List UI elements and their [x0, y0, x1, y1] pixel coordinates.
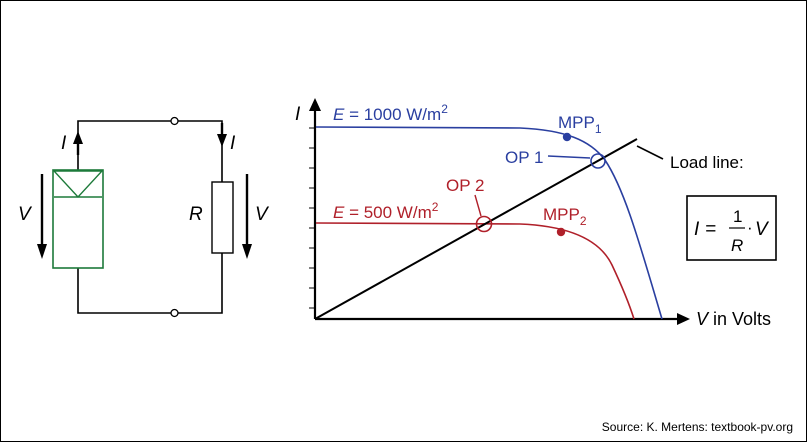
- resistor-label: R: [189, 204, 203, 225]
- load-line-label: Load line:: [670, 153, 744, 172]
- solar-cell-symbol: [52, 169, 104, 269]
- y-axis-ticks: [309, 127, 315, 309]
- iv-curve-500: [315, 222, 635, 320]
- solar-cell-diode-icon: [52, 170, 104, 199]
- formula-dot: ·: [747, 218, 753, 237]
- formula-denominator: R: [731, 236, 743, 255]
- iv-diagram: I V in Volts E = 1000 W/m2 E = 500 W/m2 …: [295, 98, 777, 329]
- curve-label-500: E = 500 W/m2: [333, 200, 439, 222]
- voltage-label-right: V: [255, 204, 270, 225]
- current-label-right: I: [230, 133, 236, 154]
- load-line-leader: [636, 145, 664, 160]
- y-axis-label: I: [295, 104, 301, 125]
- voltage-label-left: V: [18, 204, 33, 225]
- circuit: I I V R V: [18, 116, 270, 318]
- formula: I = 1 R · V: [694, 207, 770, 255]
- current-label-left: I: [61, 133, 67, 154]
- circuit-wire-top: [77, 120, 172, 170]
- formula-rhs: V: [755, 219, 770, 240]
- terminal-top: [170, 116, 179, 126]
- op2-label: OP 2: [446, 176, 484, 195]
- terminal-bottom: [170, 308, 179, 318]
- op2-leader: [474, 194, 482, 217]
- iv-curve-1000: [315, 126, 663, 320]
- y-axis-arrowhead: [309, 98, 321, 111]
- mpp2-label: MPP2: [543, 205, 587, 228]
- circuit-wire-bottom-right: [177, 253, 223, 314]
- curve-label-1000: E = 1000 W/m2: [333, 102, 448, 124]
- load-line: [314, 138, 638, 320]
- x-axis-arrowhead: [677, 313, 690, 325]
- op2-marker: [475, 215, 493, 233]
- op1-leader: [547, 155, 591, 159]
- op1-marker: [590, 153, 606, 169]
- formula-eq: =: [700, 219, 722, 240]
- formula-lhs: I: [694, 219, 700, 240]
- op1-label: OP 1: [505, 148, 543, 167]
- formula-numerator: 1: [733, 207, 742, 226]
- x-axis-label: V in Volts: [696, 309, 771, 329]
- mpp2-point: [556, 227, 566, 237]
- circuit-wire-top-right: [177, 120, 223, 182]
- source-credit: Source: K. Mertens: textbook-pv.org: [601, 420, 793, 434]
- resistor-symbol: [211, 181, 234, 254]
- mpp1-label: MPP1: [558, 113, 602, 136]
- mpp1-point: [562, 132, 572, 142]
- circuit-wire-bottom: [77, 268, 172, 314]
